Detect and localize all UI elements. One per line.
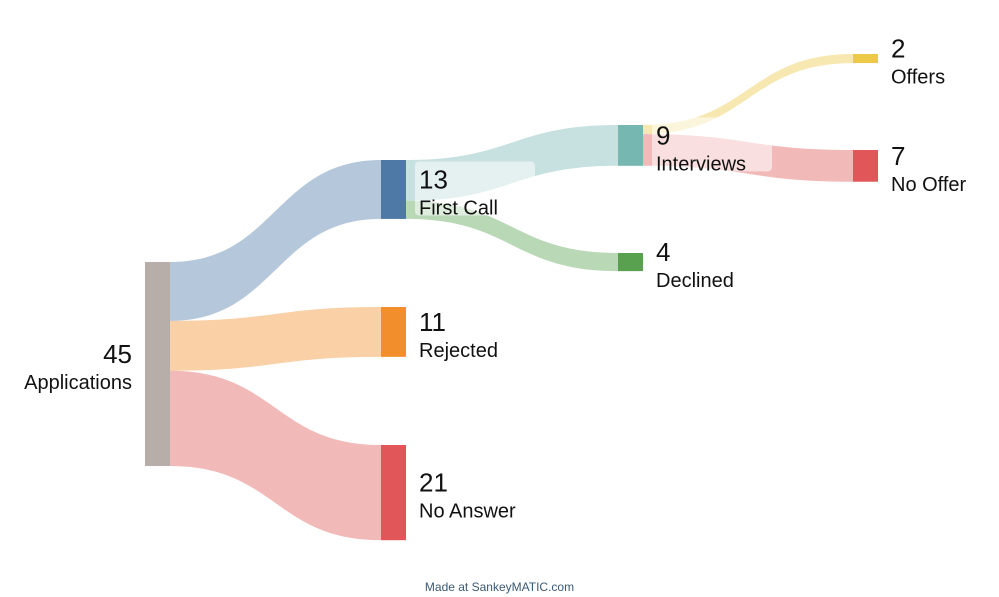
node-value-no-answer: 21 xyxy=(419,468,448,498)
node-value-rejected: 11 xyxy=(419,307,446,337)
flow-applications-to-first-call xyxy=(170,160,381,321)
flow-applications-to-no-answer xyxy=(170,370,381,541)
node-label-no-offer: No Offer xyxy=(891,174,967,196)
sankeymatic-credit[interactable]: Made at SankeyMATIC.com xyxy=(424,580,575,594)
label-backdrop xyxy=(652,234,750,289)
node-label-declined: Declined xyxy=(656,270,734,292)
node-value-no-offer: 7 xyxy=(891,141,905,171)
sankey-nodes xyxy=(145,54,878,541)
node-value-applications: 45 xyxy=(103,339,132,369)
node-label-applications: Applications xyxy=(24,372,132,394)
node-label-rejected: Rejected xyxy=(419,340,498,362)
node-label-no-answer: No Answer xyxy=(419,501,516,523)
flow-applications-to-rejected xyxy=(170,307,381,371)
label-backdrop xyxy=(415,464,524,519)
node-declined xyxy=(618,253,643,272)
node-label-offers: Offers xyxy=(891,67,945,89)
node-interviews xyxy=(618,125,643,166)
label-backdrop xyxy=(415,303,513,358)
node-value-declined: 4 xyxy=(656,237,670,267)
flow-first-call-to-declined xyxy=(406,200,618,272)
node-offers xyxy=(853,54,878,64)
node-label-interviews: Interviews xyxy=(656,153,746,175)
label-backdrop xyxy=(652,117,772,172)
node-value-first-call: 13 xyxy=(419,164,448,194)
flow-interviews-to-offers xyxy=(643,54,853,135)
label-backdrop xyxy=(415,161,535,216)
node-value-interviews: 9 xyxy=(656,120,670,150)
node-rejected xyxy=(381,307,406,357)
node-label-first-call: First Call xyxy=(419,197,498,219)
node-first-call xyxy=(381,160,406,219)
node-no-offer xyxy=(853,150,878,182)
node-value-offers: 2 xyxy=(891,34,905,64)
node-applications xyxy=(145,262,170,466)
node-no-answer xyxy=(381,445,406,541)
